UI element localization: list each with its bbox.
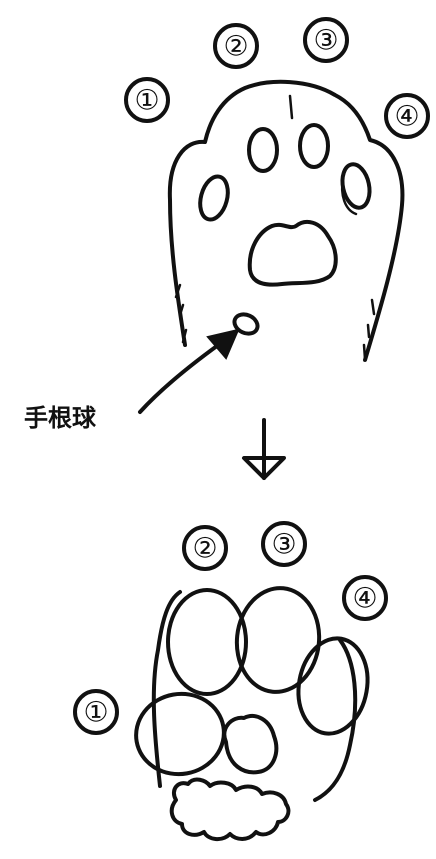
top-toe-number-1: ① — [134, 84, 159, 117]
pointer-arrow-shaft — [138, 336, 230, 414]
top-toe-pad-1 — [198, 174, 230, 222]
bottom-toe-number-2-circle — [182, 525, 228, 571]
bottom-toe-number-4: ④ — [352, 582, 377, 615]
pointer-arrow-head — [206, 328, 240, 360]
bottom-toe-pad-4 — [296, 636, 370, 736]
bottom-paw: ① ② ③ ④ — [73, 521, 388, 841]
top-toe-number-2: ② — [223, 30, 248, 63]
top-toe-number-3: ③ — [313, 24, 338, 57]
bottom-toe-number-1: ① — [83, 696, 108, 729]
transition-arrow-head — [242, 456, 286, 480]
top-toe-number-3-circle — [303, 17, 349, 63]
bottom-toe-pad-2 — [166, 588, 248, 696]
top-toe-number-1-circle — [124, 77, 170, 123]
top-fur-strokes-right — [362, 298, 376, 361]
top-fur-strokes-left — [174, 283, 188, 344]
bottom-toe-number-1-circle — [73, 689, 119, 735]
top-toe-number-4: ④ — [394, 100, 419, 133]
top-paw-outline — [167, 79, 405, 362]
bottom-toe-number-4-circle — [342, 575, 388, 621]
carpal-pad-label: 手根球 — [24, 404, 97, 432]
top-main-pad — [247, 219, 338, 287]
bottom-toe-number-3-circle — [261, 521, 307, 567]
top-toe-number-2-circle — [213, 23, 259, 69]
bottom-toe-number-2: ② — [192, 532, 217, 565]
bottom-toe-number-3: ③ — [271, 528, 296, 561]
bottom-wrist-fur — [169, 777, 291, 841]
top-toe-pad-3 — [298, 123, 330, 169]
top-toe-pad-4-shading — [340, 176, 358, 216]
transition-arrow — [242, 418, 286, 480]
bottom-toe-pad-1 — [134, 691, 226, 777]
bottom-main-pad — [222, 714, 279, 775]
bottom-paw-outline — [151, 590, 358, 802]
top-paw: ① ② ③ ④ 手根球 — [24, 17, 430, 432]
top-toe-number-4-circle — [384, 93, 430, 139]
top-carpal-pad — [232, 312, 260, 336]
top-toe-divider — [288, 94, 294, 120]
top-toe-pad-2 — [247, 127, 279, 173]
